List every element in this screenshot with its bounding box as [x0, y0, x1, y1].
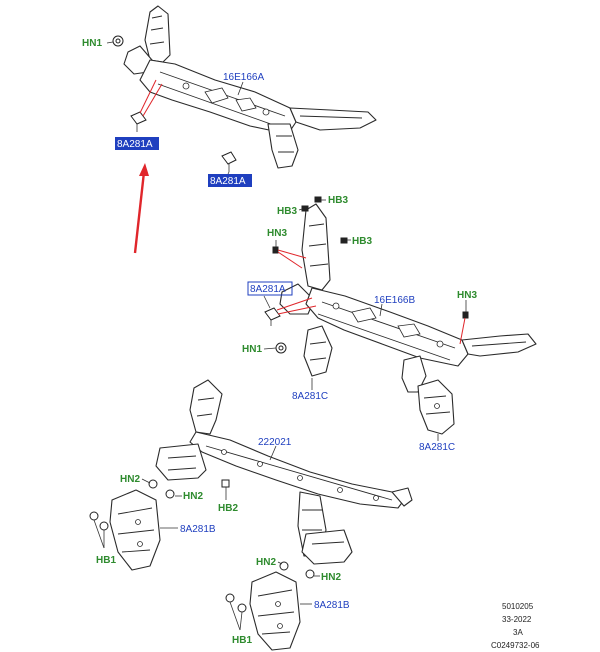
bracket-8a281b-lower — [249, 571, 301, 651]
label-hb1-upper: HB1 — [96, 555, 116, 566]
clip-8a281a-right — [221, 151, 237, 172]
label-16e166a: 16E166A — [223, 72, 264, 83]
label-8a281c-left: 8A281C — [292, 391, 328, 402]
label-hb3-left: HB3 — [277, 206, 297, 217]
bolt-hb1-lower — [225, 593, 247, 613]
label-hn3-left: HN3 — [267, 228, 287, 239]
bracket-8a281b-upper — [109, 489, 161, 571]
meta-line-2: 33-2022 — [502, 615, 532, 624]
bracket-8a281c-right — [417, 379, 455, 435]
label-hn2-b: HN2 — [183, 491, 203, 502]
nut-hn2-b — [165, 489, 175, 499]
label-hn2-d: HN2 — [321, 572, 341, 583]
label-8a281a-highlight-1: 8A281A — [117, 139, 153, 150]
label-hn1-upper: HN1 — [82, 38, 102, 49]
bolt-hb3-right — [340, 237, 348, 244]
label-222021: 222021 — [258, 437, 292, 448]
label-8a281c-right: 8A281C — [419, 442, 455, 453]
label-hb3-top: HB3 — [328, 195, 348, 206]
label-hb1-lower: HB1 — [232, 635, 252, 646]
nut-hn1-middle — [275, 342, 287, 354]
support-upper-16e166a — [123, 5, 377, 169]
meta-line-1: 5010205 — [502, 602, 534, 611]
nut-hn3-right — [462, 311, 469, 319]
label-hn2-a: HN2 — [120, 474, 140, 485]
label-hn2-c: HN2 — [256, 557, 276, 568]
nut-hn1-upper — [112, 35, 124, 47]
label-hn3-right: HN3 — [457, 290, 477, 301]
nut-hn2-a — [148, 479, 158, 489]
clip-8a281a-left — [130, 111, 147, 132]
meta-line-4: C0249732-06 — [491, 641, 540, 650]
label-8a281b-upper: 8A281B — [180, 524, 216, 535]
label-8a281a-middle: 8A281A — [250, 284, 286, 295]
label-16e166b: 16E166B — [374, 295, 415, 306]
clip-8a281a-middle — [264, 307, 281, 326]
label-8a281b-lower: 8A281B — [314, 600, 350, 611]
nut-hn2-d — [305, 569, 315, 579]
bolt-hb3-top — [314, 196, 322, 203]
meta-line-3: 3A — [513, 628, 523, 637]
red-arrow-icon — [133, 163, 149, 254]
label-hn1-middle: HN1 — [242, 344, 262, 355]
support-middle-16e166b — [279, 203, 537, 393]
bolt-hb1-upper — [89, 511, 109, 531]
label-hb3-right: HB3 — [352, 236, 372, 247]
label-8a281a-highlight-2: 8A281A — [210, 176, 246, 187]
nut-hn3-left — [272, 246, 279, 254]
bolt-hb2 — [221, 479, 230, 488]
support-lower-222021 — [155, 379, 413, 565]
label-hb2: HB2 — [218, 503, 238, 514]
bolt-hb3-left — [301, 205, 309, 212]
